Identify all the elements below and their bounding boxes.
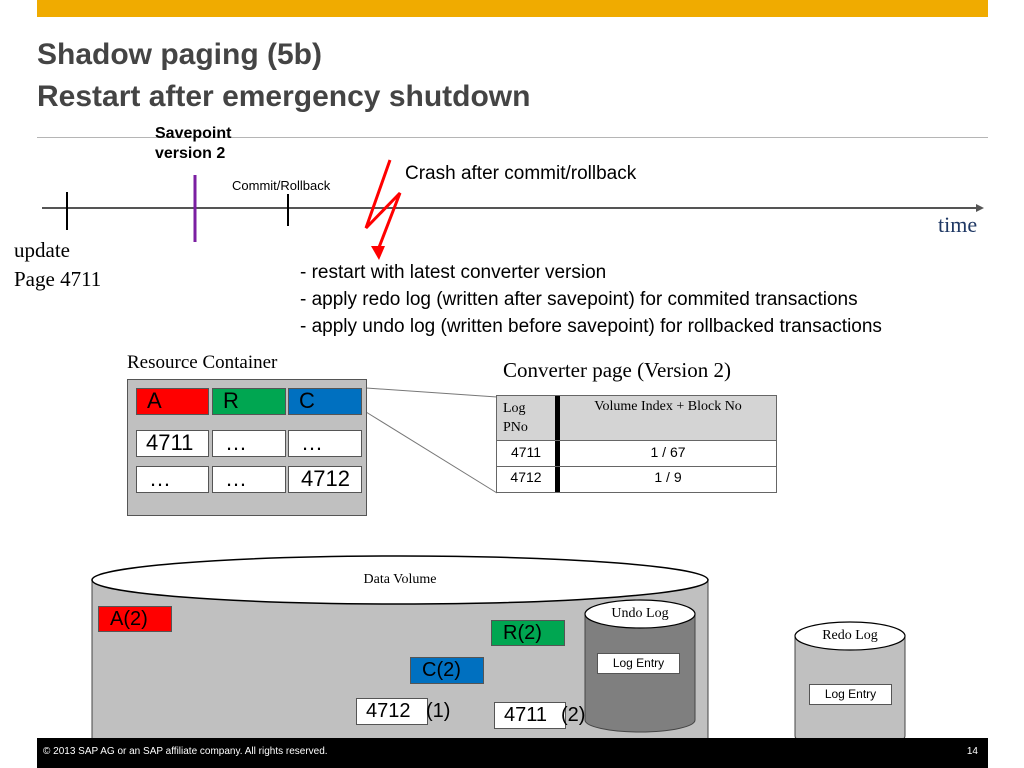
converter-cell-location: 1 / 9 bbox=[654, 469, 682, 485]
time-axis-arrowhead bbox=[976, 204, 984, 212]
resource-container: A R C 4711 … … … … 4712 bbox=[127, 379, 367, 516]
accent-bar bbox=[37, 0, 988, 17]
converter-header-pno: Log PNo bbox=[497, 396, 555, 440]
block-page-4711: 4711 bbox=[494, 702, 566, 729]
time-label: time bbox=[938, 212, 978, 237]
crash-lightning bbox=[364, 159, 402, 251]
rc-header-c: C bbox=[288, 388, 362, 415]
undo-log-entry: Log Entry bbox=[597, 653, 680, 674]
converter-cell-pno: 4711 bbox=[510, 444, 542, 460]
footer-bar: © 2013 SAP AG or an SAP affiliate compan… bbox=[37, 738, 988, 768]
resource-container-title: Resource Container bbox=[127, 352, 278, 373]
connector-bottom bbox=[365, 411, 498, 494]
converter-table: Log PNo Volume Index + Block No 4711 1 /… bbox=[496, 395, 777, 493]
update-label: update Page 4711 bbox=[14, 238, 102, 291]
data-volume-top bbox=[91, 555, 709, 605]
connector-top bbox=[365, 387, 498, 398]
rc-header-r: R bbox=[212, 388, 286, 415]
commit-label: Commit/Rollback bbox=[232, 178, 331, 193]
rc-cell: … bbox=[136, 466, 209, 493]
title-divider bbox=[37, 137, 988, 138]
undo-log-label: Undo Log bbox=[611, 606, 669, 621]
converter-cell-pno: 4712 bbox=[510, 469, 542, 485]
converter-title: Converter page (Version 2) bbox=[503, 358, 732, 382]
slide-title-line2: Restart after emergency shutdown bbox=[37, 80, 531, 113]
converter-header-location: Volume Index + Block No bbox=[560, 396, 776, 440]
rc-cell: … bbox=[212, 430, 286, 457]
redo-log-label: Redo Log bbox=[822, 628, 878, 643]
block-page-4711-version: (2) bbox=[561, 704, 586, 726]
note-item: - apply undo log (written before savepoi… bbox=[300, 316, 882, 337]
row-divider bbox=[497, 440, 776, 441]
rc-cell: 4712 bbox=[288, 466, 362, 493]
rc-cell: … bbox=[212, 466, 286, 493]
note-item: - apply redo log (written after savepoin… bbox=[300, 289, 858, 310]
block-page-4712: 4712 bbox=[356, 698, 428, 725]
savepoint-label: Savepoint version 2 bbox=[155, 125, 232, 162]
slide-title-line1: Shadow paging (5b) bbox=[37, 38, 322, 71]
note-item: - restart with latest converter version bbox=[300, 262, 607, 283]
page-number: 14 bbox=[966, 746, 978, 757]
redo-log-top bbox=[794, 621, 906, 651]
block-c2: C(2) bbox=[410, 657, 484, 684]
data-volume-body bbox=[92, 580, 708, 738]
undo-log-top bbox=[584, 599, 696, 629]
row-divider bbox=[497, 466, 776, 467]
converter-cell-location: 1 / 67 bbox=[650, 444, 686, 460]
copyright-text: © 2013 SAP AG or an SAP affiliate compan… bbox=[43, 746, 328, 757]
block-page-4712-version: (1) bbox=[426, 700, 451, 722]
restart-notes: - restart with latest converter version … bbox=[300, 259, 882, 340]
converter-column-divider bbox=[555, 396, 560, 492]
rc-cell: … bbox=[288, 430, 362, 457]
block-a2: A(2) bbox=[98, 606, 172, 632]
crash-arrowhead bbox=[371, 246, 385, 260]
rc-cell: 4711 bbox=[136, 430, 209, 457]
rc-header-a: A bbox=[136, 388, 209, 415]
crash-label: Crash after commit/rollback bbox=[405, 163, 637, 184]
data-volume-label: Data Volume bbox=[363, 572, 437, 587]
redo-log-entry: Log Entry bbox=[809, 684, 892, 705]
block-r2: R(2) bbox=[491, 620, 565, 646]
